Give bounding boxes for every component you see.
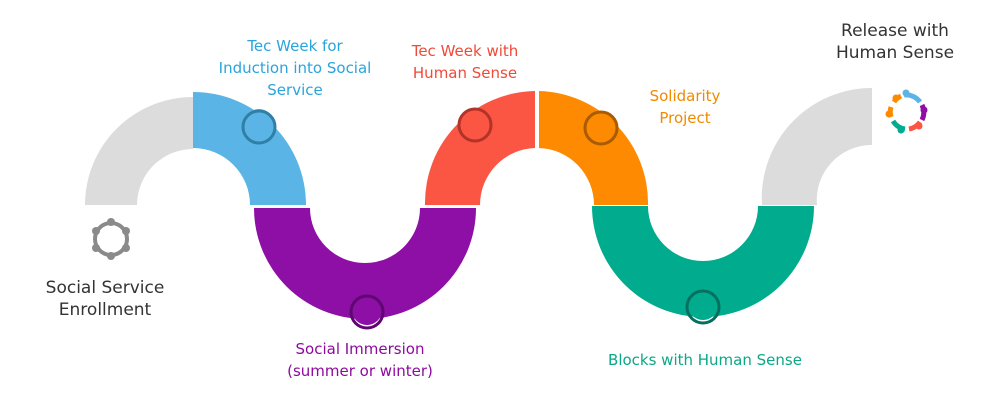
step-label-blocks: Blocks with Human Sense: [575, 350, 835, 372]
step-label-line: Tec Week for: [247, 37, 343, 55]
colorful-people-circle-icon: [885, 89, 928, 134]
step-label-line: Tec Week with: [411, 42, 519, 60]
segment-induction: [193, 92, 306, 205]
marker-immersion: [349, 294, 385, 330]
marker-induction: [241, 109, 277, 145]
marker-tec-week: [457, 107, 493, 143]
step-label-line: Solidarity: [649, 87, 721, 105]
step-label-line: Human Sense: [412, 63, 518, 82]
step-label-line: Service: [267, 80, 323, 99]
step-label-line: Blocks with Human Sense: [608, 351, 802, 369]
marker-blocks: [685, 289, 721, 325]
step-label-line: Project: [659, 108, 711, 127]
marker-solidarity: [583, 110, 619, 146]
step-label-line: Social Immersion: [295, 340, 425, 358]
segment-immersion: [254, 208, 476, 319]
segment-solidarity: [539, 91, 649, 205]
step-label-induction: Tec Week for Induction into Social Servi…: [195, 36, 395, 101]
segment-blocks: [592, 206, 814, 317]
step-label-immersion: Social Immersion (summer or winter): [255, 339, 465, 383]
step-label-release: Release with Human Sense: [815, 20, 975, 64]
step-label-solidarity: Solidarity Project: [615, 86, 755, 130]
step-label-tec-week: Tec Week with Human Sense: [385, 41, 545, 85]
step-label-line: Enrollment: [58, 300, 152, 321]
segment-release: [761, 87, 872, 205]
step-label-line: Social Service: [45, 278, 165, 298]
segment-tec-week: [424, 91, 535, 205]
step-label-line: Release with: [841, 21, 949, 41]
step-label-line: Induction into Social: [218, 58, 372, 77]
step-label-enrollment: Social Service Enrollment: [30, 277, 180, 321]
step-label-line: (summer or winter): [287, 361, 433, 380]
people-circle-icon: [92, 218, 130, 260]
segment-enrollment: [85, 97, 193, 205]
step-label-line: Human Sense: [835, 43, 955, 64]
